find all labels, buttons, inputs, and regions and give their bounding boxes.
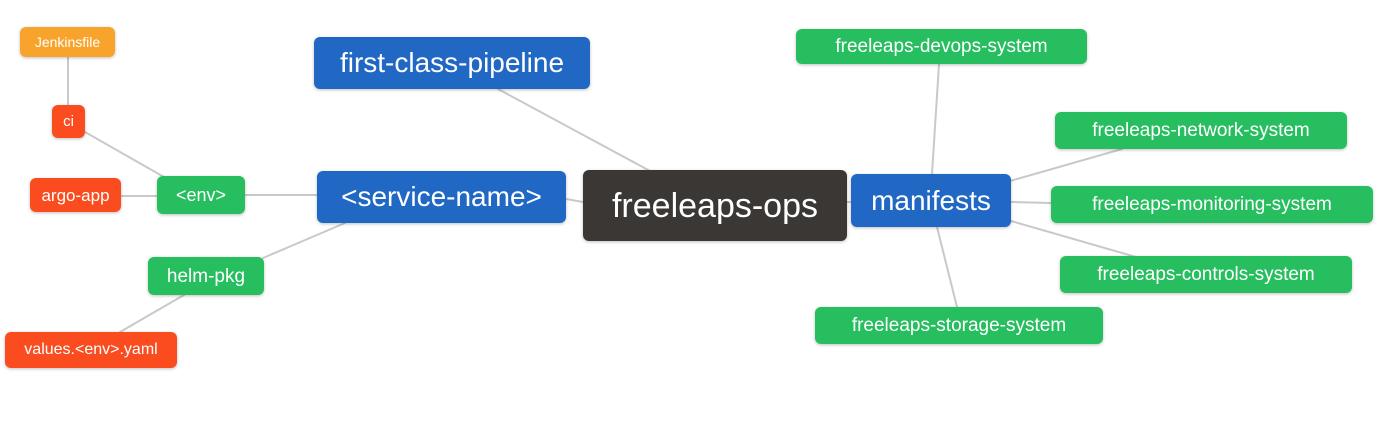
node-label: freeleaps-storage-system	[851, 315, 1067, 336]
node-freeleaps-monitoring-system[interactable]: freeleaps-monitoring-system	[1051, 186, 1373, 223]
node-env[interactable]: <env>	[157, 176, 245, 214]
node-label: ci	[63, 113, 74, 130]
node-freeleaps-controls-system[interactable]: freeleaps-controls-system	[1060, 256, 1352, 293]
node-first-class-pipeline[interactable]: first-class-pipeline	[314, 37, 590, 89]
node-service-name[interactable]: <service-name>	[317, 171, 566, 223]
node-ci[interactable]: ci	[52, 105, 85, 138]
node-label: freeleaps-devops-system	[835, 36, 1048, 57]
node-manifests[interactable]: manifests	[851, 174, 1011, 227]
node-label: Jenkinsfile	[34, 34, 101, 50]
edge-manifests-to-freeleaps-monitoring-system	[1010, 201, 1052, 204]
node-label: freeleaps-network-system	[1092, 120, 1310, 141]
edge-manifests-to-freeleaps-devops-system	[931, 63, 940, 175]
node-jenkinsfile[interactable]: Jenkinsfile	[20, 27, 115, 57]
node-values-env-yaml[interactable]: values.<env>.yaml	[5, 332, 177, 368]
node-freeleaps-ops[interactable]: freeleaps-ops	[583, 170, 847, 241]
node-label: freeleaps-controls-system	[1097, 264, 1315, 285]
node-label: helm-pkg	[166, 265, 246, 287]
node-label: freeleaps-monitoring-system	[1092, 194, 1332, 215]
edge-values-env-yaml-to-helm-pkg	[119, 294, 185, 333]
edge-ci-to-env	[84, 131, 165, 178]
node-freeleaps-network-system[interactable]: freeleaps-network-system	[1055, 112, 1347, 149]
node-argo-app[interactable]: argo-app	[30, 178, 121, 212]
edge-manifests-to-freeleaps-controls-system	[1010, 220, 1137, 258]
node-label: manifests	[871, 184, 991, 216]
node-label: <env>	[175, 185, 227, 205]
node-label: freeleaps-ops	[611, 186, 818, 225]
edge-first-class-pipeline-to-freeleaps-ops	[497, 88, 651, 172]
edge-service-name-to-freeleaps-ops	[565, 198, 584, 203]
edge-manifests-to-freeleaps-network-system	[1009, 148, 1123, 182]
node-freeleaps-storage-system[interactable]: freeleaps-storage-system	[815, 307, 1103, 344]
edge-helm-pkg-to-service-name	[262, 222, 346, 259]
node-label: first-class-pipeline	[339, 47, 565, 78]
node-label: <service-name>	[341, 181, 542, 212]
node-helm-pkg[interactable]: helm-pkg	[148, 257, 264, 295]
edge-manifests-to-freeleaps-storage-system	[936, 226, 958, 308]
node-label: argo-app	[41, 185, 110, 205]
node-freeleaps-devops-system[interactable]: freeleaps-devops-system	[796, 29, 1087, 64]
node-label: values.<env>.yaml	[24, 341, 158, 358]
